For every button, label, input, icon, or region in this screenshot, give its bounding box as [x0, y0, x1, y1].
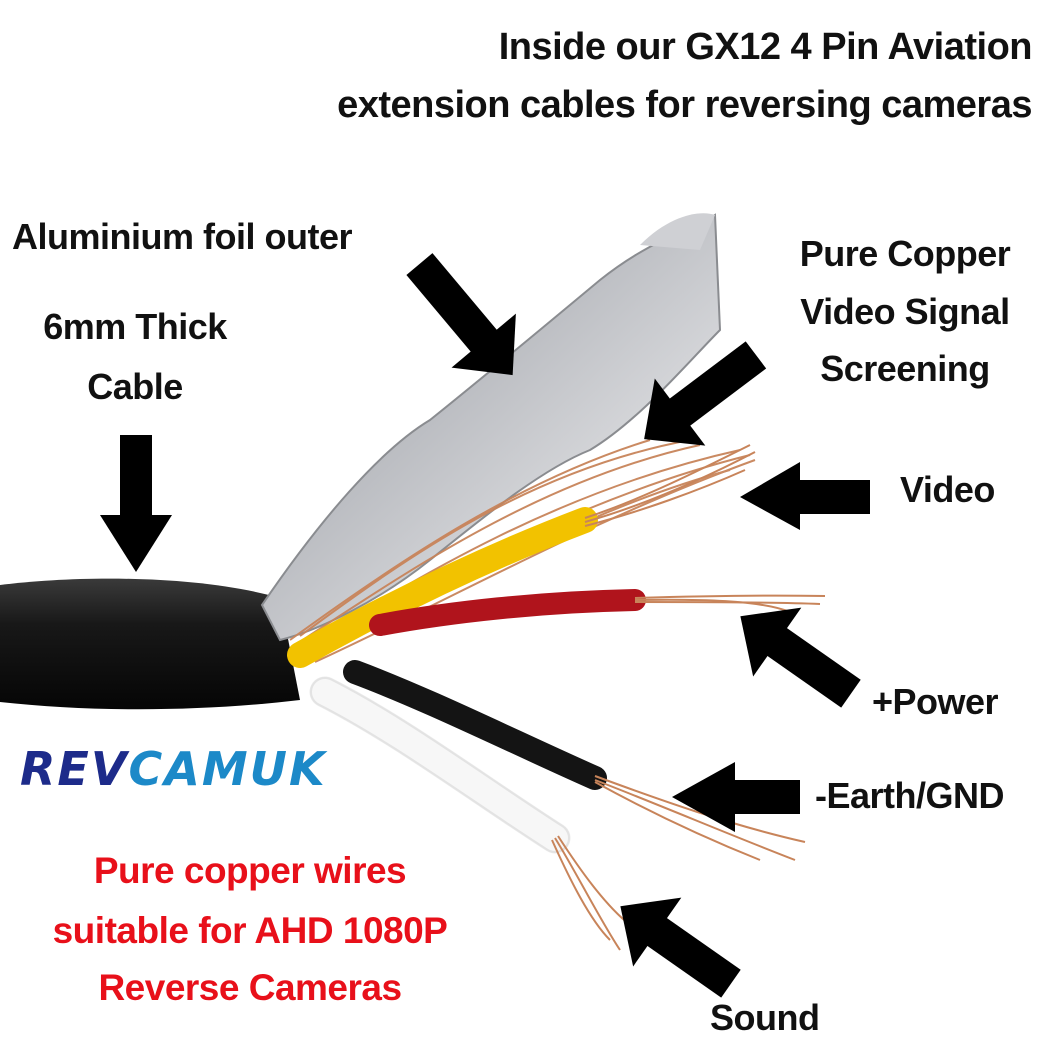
title-line-1: Inside our GX12 4 Pin Aviation [498, 26, 1033, 68]
arrow-screening [644, 341, 767, 446]
white-copper-tip [551, 835, 631, 951]
revcamuk-logo: REVCAMUK [20, 742, 327, 796]
label-aluminium-foil: Aluminium foil outer [12, 216, 352, 257]
logo-part-2: CAMUK [128, 742, 327, 796]
label-sound: Sound [710, 997, 820, 1038]
label-thick-line-1: 6mm Thick [43, 306, 227, 347]
arrow-power [740, 607, 861, 708]
foil-tear [640, 213, 715, 250]
label-power: +Power [872, 681, 999, 722]
label-screening-line-3: Screening [820, 348, 990, 389]
label-thick-line-2: Cable [87, 366, 183, 407]
label-screening-line-2: Video Signal [800, 291, 1010, 332]
outer-jacket [0, 578, 300, 710]
label-video: Video [900, 469, 995, 510]
arrow-sound [620, 897, 741, 998]
wire-black [343, 660, 607, 790]
yellow-copper-tip [584, 444, 756, 527]
label-screening-line-1: Pure Copper [799, 233, 1011, 274]
tagline-line-2: suitable for AHD 1080P [52, 910, 448, 951]
label-earth: -Earth/GND [815, 775, 1005, 816]
tagline-line-1: Pure copper wires [93, 850, 407, 891]
tagline-line-3: Reverse Cameras [98, 967, 402, 1008]
wire-yellow [287, 507, 598, 668]
logo-part-1: REV [20, 742, 129, 796]
title-line-2: extension cables for reversing cameras [337, 84, 1032, 126]
arrow-earth [672, 762, 800, 832]
black-copper-tip [594, 775, 806, 861]
arrow-thick-cable [100, 435, 172, 572]
arrow-foil [406, 253, 516, 376]
wire-red [369, 589, 646, 636]
arrow-video [740, 462, 870, 530]
red-copper-tip [634, 594, 826, 613]
